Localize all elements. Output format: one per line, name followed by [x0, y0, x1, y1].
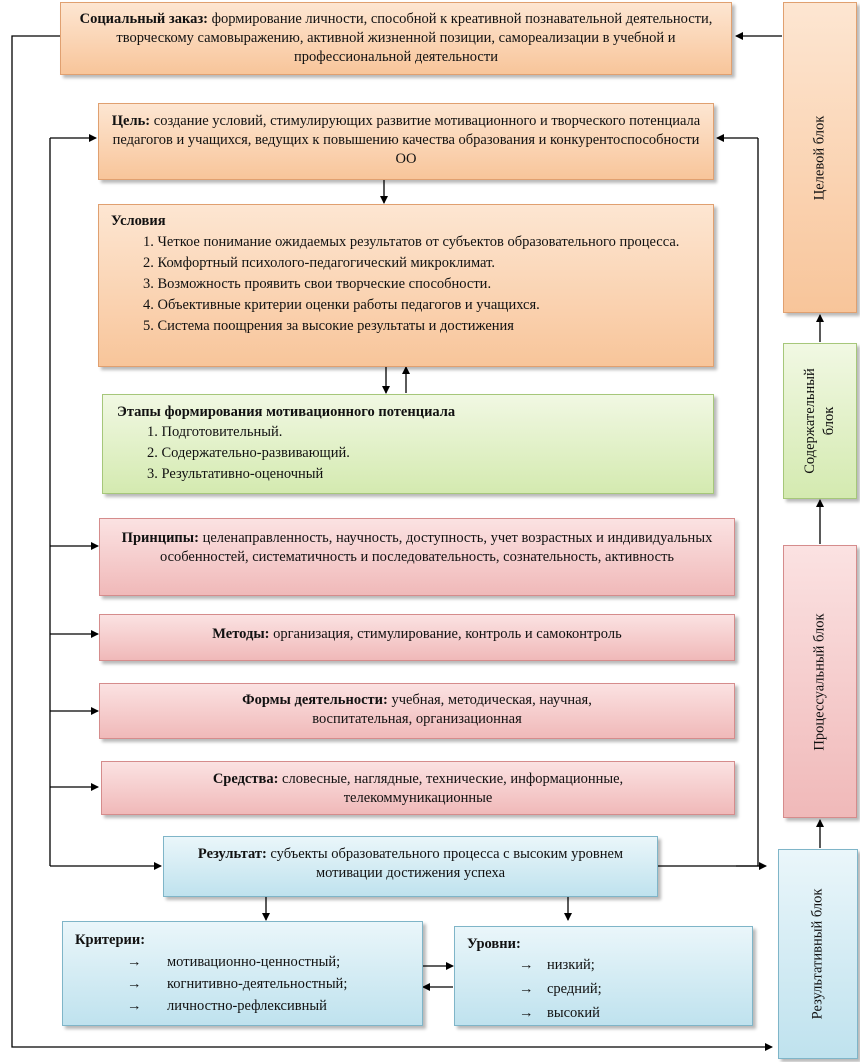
- target-block: Целевой блок: [783, 2, 857, 313]
- stages-box: Этапы формирования мотивационного потенц…: [102, 394, 714, 494]
- goal-box: Цель: создание условий, стимулирующих ра…: [98, 103, 714, 180]
- arrow-bullet-icon: →: [519, 981, 534, 997]
- list-item: 5. Система поощрения за высокие результа…: [143, 318, 514, 334]
- list-item: → когнитивно-деятельностный;: [127, 976, 348, 992]
- list-item: → личностно-рефлексивный: [127, 998, 327, 1014]
- forms-label: Формы деятельности:: [242, 692, 388, 708]
- levels-box: Уровни: → низкий; → средний; → высокий: [454, 926, 753, 1026]
- list-item: 2. Комфортный психолого-педагогический м…: [143, 255, 495, 271]
- result-block: Результативный блок: [778, 849, 858, 1059]
- social-order-text: формирование личности, способной к креат…: [116, 11, 713, 65]
- arrow-bullet-icon: →: [519, 1005, 534, 1021]
- methods-text: организация, стимулирование, контроль и …: [269, 626, 622, 642]
- list-item: → низкий;: [519, 957, 595, 973]
- principles-text: целенаправленность, научность, доступнос…: [159, 530, 713, 565]
- list-item: 3. Возможность проявить свои творческие …: [143, 276, 492, 292]
- result-text: субъекты образовательного процесса с выс…: [266, 846, 624, 881]
- levels-title: Уровни:: [467, 936, 521, 952]
- goal-label: Цель:: [111, 113, 151, 129]
- principles-box: Принципы: целенаправленность, научность,…: [99, 518, 735, 596]
- list-item: 2. Содержательно-развивающий.: [147, 445, 350, 461]
- result-block-label: Результативный блок: [809, 888, 826, 1020]
- process-block: Процессуальный блок: [783, 545, 857, 818]
- means-label: Средства:: [212, 771, 279, 787]
- arrow-bullet-icon: →: [127, 998, 142, 1014]
- social-order-box: Социальный заказ: формирование личности,…: [60, 2, 732, 75]
- result-box: Результат: субъекты образовательного про…: [163, 836, 658, 897]
- methods-box: Методы: организация, стимулирование, кон…: [99, 614, 735, 661]
- list-item: → мотивационно-ценностный;: [127, 954, 341, 970]
- list-item: 1. Подготовительный.: [147, 424, 283, 440]
- conditions-title: Условия: [111, 213, 166, 229]
- goal-text: создание условий, стимулирующих развитие…: [112, 113, 701, 167]
- conditions-box: Условия 1. Четкое понимание ожидаемых ре…: [98, 204, 714, 367]
- social-order-label: Социальный заказ:: [79, 11, 208, 27]
- stages-list: 1. Подготовительный. 2. Содержательно-ра…: [117, 423, 701, 484]
- list-item: 3. Результативно-оценочный: [147, 466, 324, 482]
- outer-loop-line: [11, 35, 773, 1051]
- arrow-bullet-icon: →: [519, 957, 534, 973]
- content-block-label: Содержательный блок: [802, 368, 837, 474]
- principles-label: Принципы:: [121, 530, 199, 546]
- process-block-label: Процессуальный блок: [811, 612, 828, 751]
- result-label: Результат:: [197, 846, 267, 862]
- methods-label: Методы:: [212, 626, 270, 642]
- forms-box: Формы деятельности: учебная, методическа…: [99, 683, 735, 739]
- list-item: → высокий: [519, 1005, 600, 1021]
- stages-title: Этапы формирования мотивационного потенц…: [117, 404, 456, 420]
- list-item: → средний;: [519, 981, 602, 997]
- levels-list: → низкий; → средний; → высокий: [467, 956, 740, 1023]
- means-box: Средства: словесные, наглядные, техничес…: [101, 761, 735, 815]
- forms-text: учебная, методическая, научная, воспитат…: [312, 692, 592, 727]
- means-text: словесные, наглядные, технические, инфор…: [278, 771, 624, 806]
- criteria-list: → мотивационно-ценностный; → когнитивно-…: [75, 953, 410, 1016]
- conditions-list: 1. Четкое понимание ожидаемых результато…: [111, 233, 701, 336]
- arrow-bullet-icon: →: [127, 954, 142, 970]
- criteria-title: Критерии:: [75, 932, 146, 948]
- arrow-bullet-icon: →: [127, 976, 142, 992]
- criteria-box: Критерии: → мотивационно-ценностный; → к…: [62, 921, 423, 1026]
- list-item: 4. Объективные критерии оценки работы пе…: [143, 297, 540, 313]
- target-block-label: Целевой блок: [811, 115, 828, 200]
- list-item: 1. Четкое понимание ожидаемых результато…: [143, 234, 680, 250]
- content-block: Содержательный блок: [783, 343, 857, 499]
